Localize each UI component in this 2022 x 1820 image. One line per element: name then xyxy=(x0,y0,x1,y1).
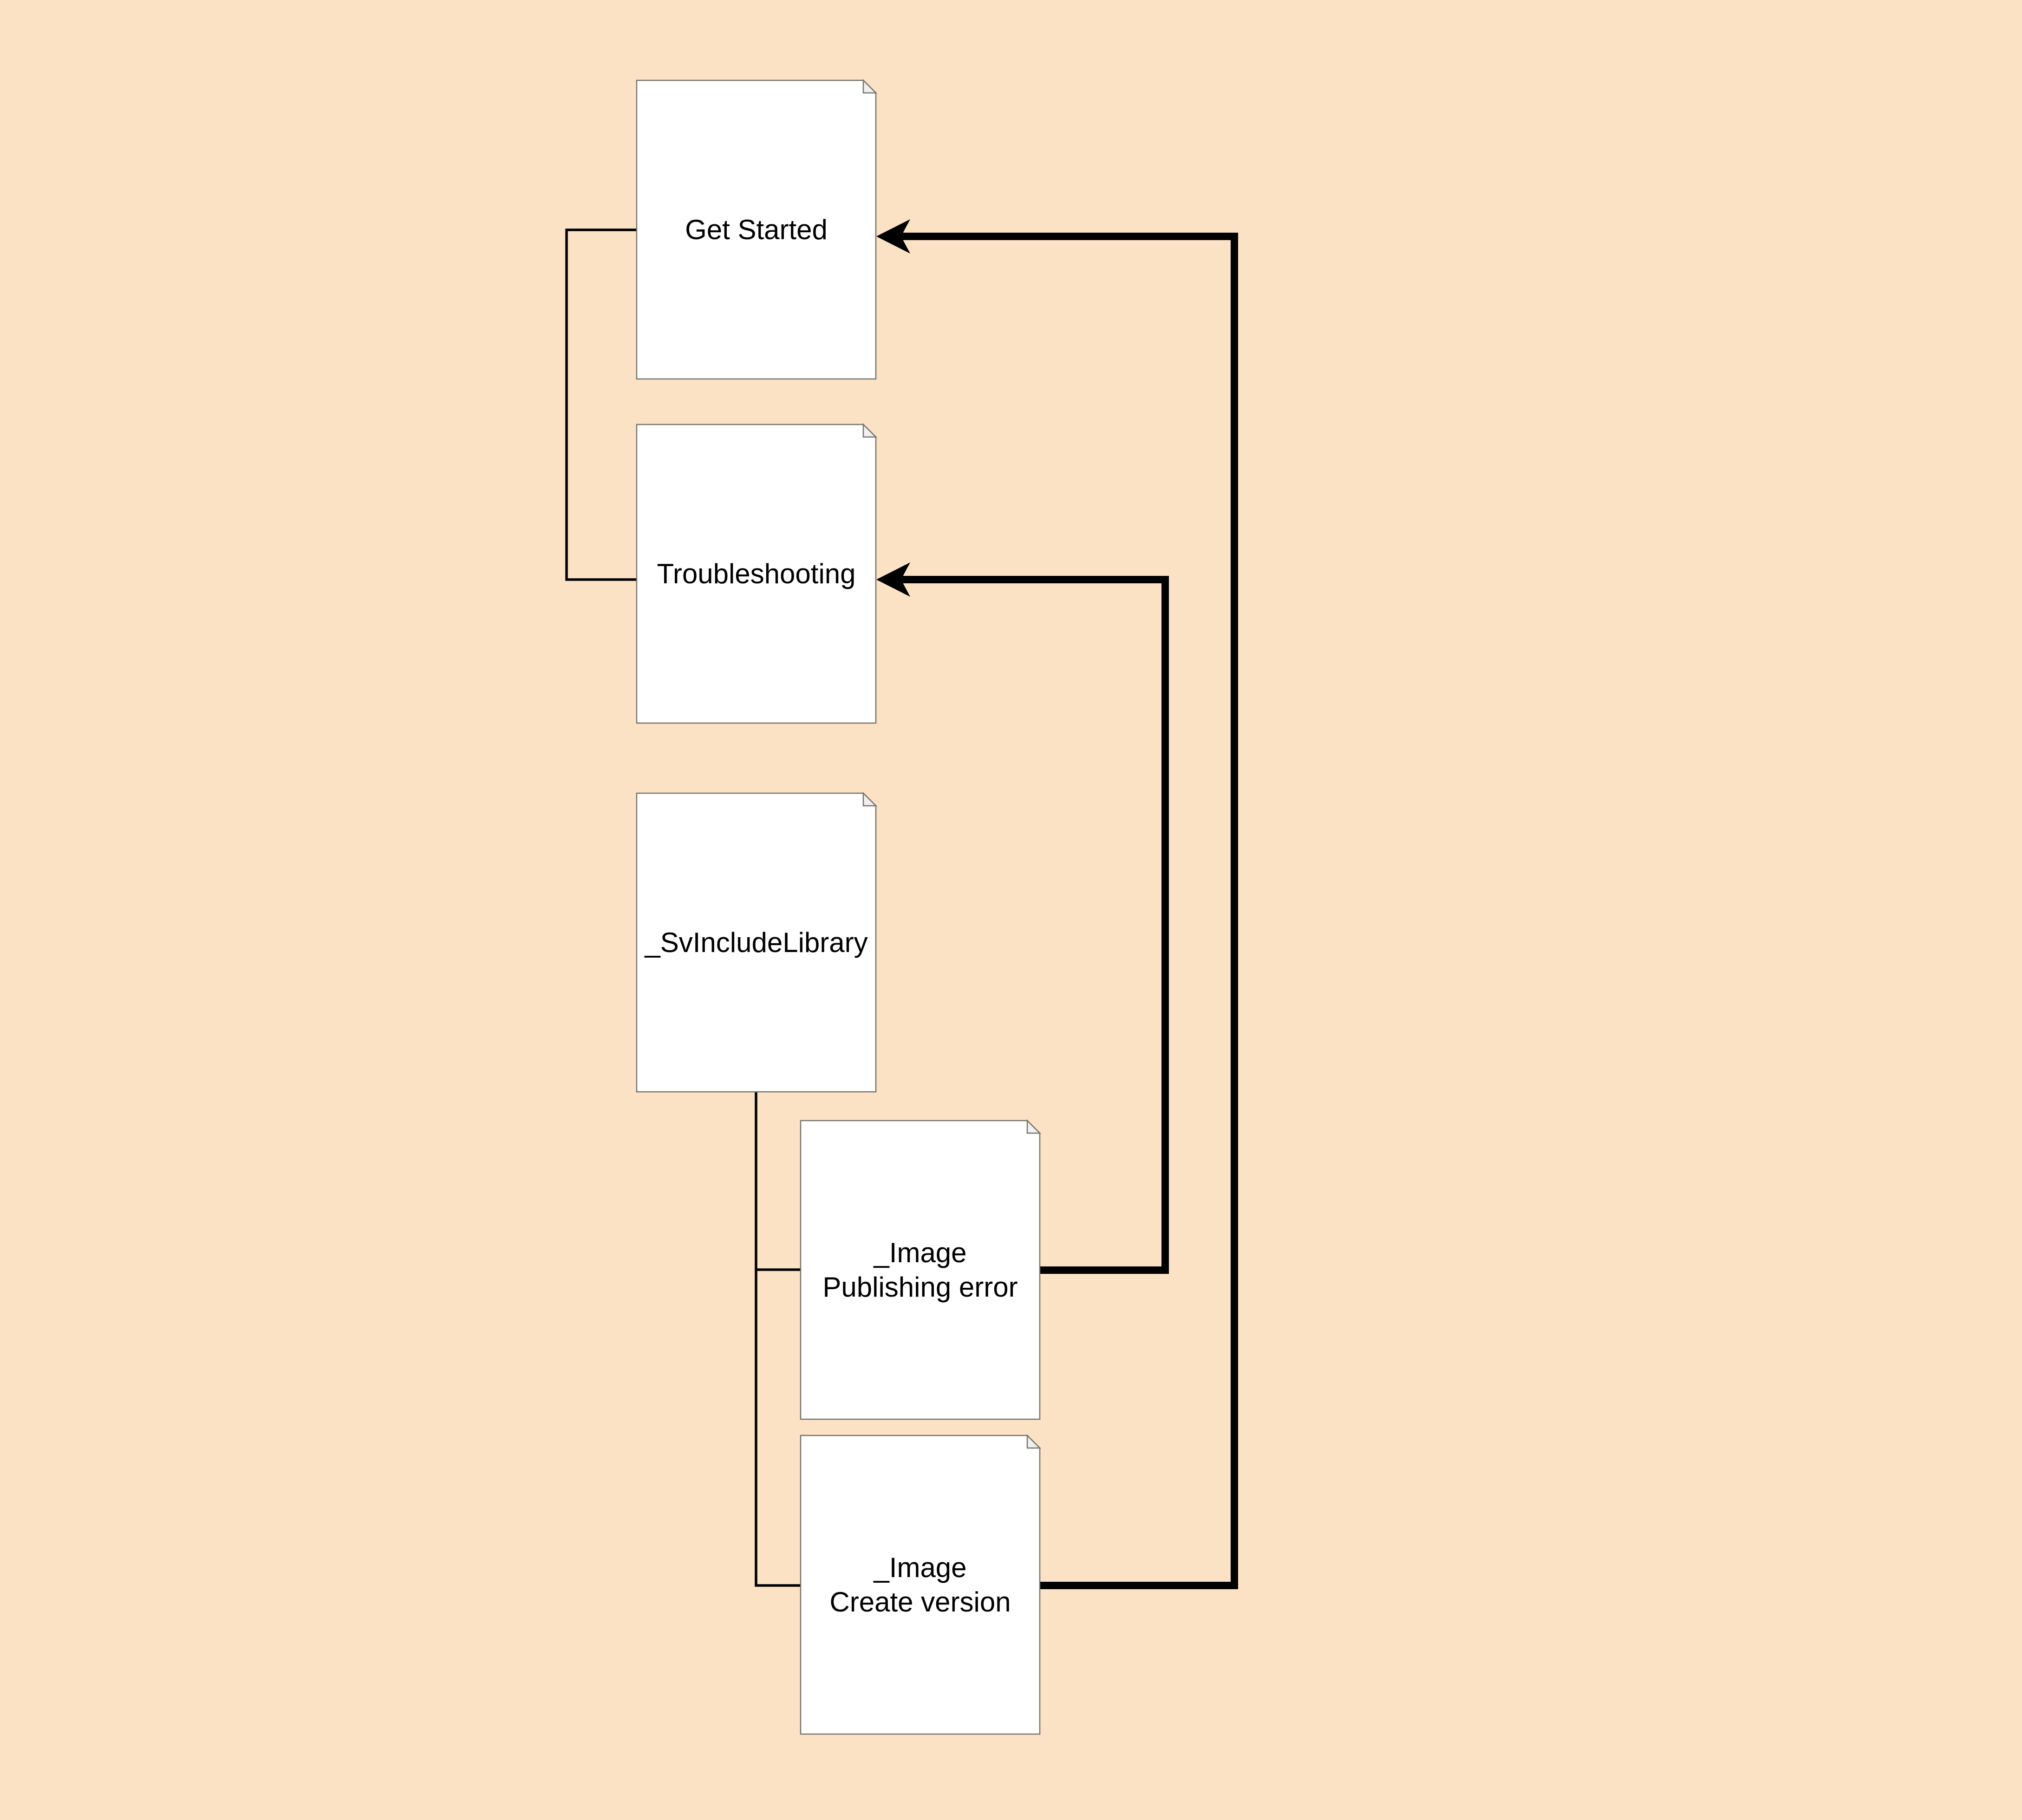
document-node-image-publishing-error[interactable] xyxy=(800,1119,1042,1420)
folded-corner-icon xyxy=(862,423,878,438)
folded-corner-icon xyxy=(1026,1119,1042,1134)
document-shape-image-create-version[interactable] xyxy=(800,1435,1041,1735)
edge-svincludelibrary-create-version xyxy=(755,1092,801,1587)
document-node-troubleshooting[interactable] xyxy=(636,423,878,724)
folded-corner-icon xyxy=(1026,1434,1042,1449)
arrowhead-into-troubleshooting-icon xyxy=(876,562,910,597)
edge-get-started-troubleshooting xyxy=(565,228,637,581)
folded-corner-icon xyxy=(862,791,878,807)
edge-create-version-to-get-started xyxy=(903,233,1238,1589)
arrowhead-into-get-started-icon xyxy=(876,219,910,254)
edge-publishing-error-to-troubleshooting xyxy=(903,576,1169,1274)
document-node-get-started[interactable] xyxy=(636,78,878,380)
document-node-sv-include-library[interactable] xyxy=(636,791,878,1093)
document-shape-troubleshooting[interactable] xyxy=(636,424,877,724)
document-shape-get-started[interactable] xyxy=(636,79,877,380)
document-shape-image-publishing-error[interactable] xyxy=(800,1120,1041,1420)
document-node-image-create-version[interactable] xyxy=(800,1434,1042,1735)
folded-corner-icon xyxy=(862,78,878,94)
document-shape-sv-include-library[interactable] xyxy=(636,792,877,1093)
